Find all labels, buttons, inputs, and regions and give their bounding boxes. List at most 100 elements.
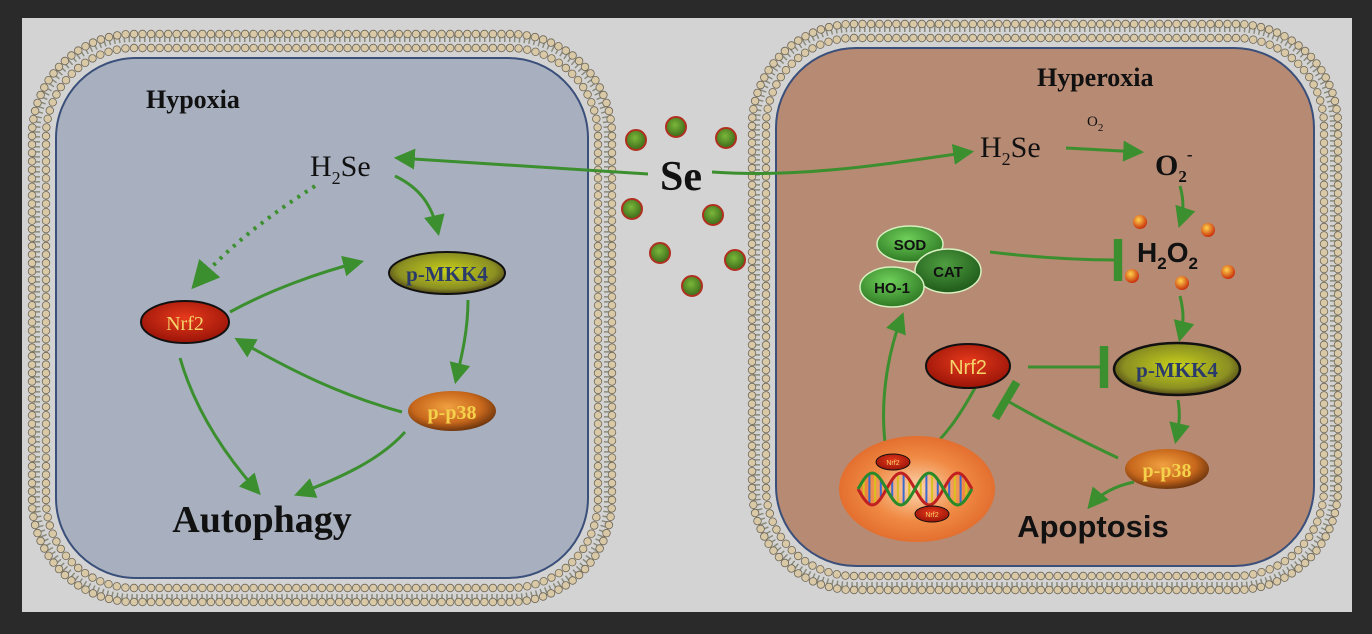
- membrane-head: [764, 539, 773, 548]
- membrane-head: [951, 19, 961, 29]
- membrane-head: [568, 51, 577, 60]
- membrane-head: [1180, 585, 1190, 595]
- membrane-head: [428, 597, 438, 607]
- membrane-head: [747, 382, 757, 392]
- membrane-head: [593, 419, 603, 428]
- membrane-head: [41, 224, 51, 234]
- membrane-head: [41, 402, 51, 412]
- membrane-head: [522, 31, 531, 40]
- membrane-head: [1319, 231, 1329, 240]
- membrane-head: [28, 123, 37, 132]
- se-particle: [665, 116, 687, 138]
- membrane-head: [747, 433, 757, 442]
- membrane-head: [44, 551, 53, 560]
- membrane-head: [27, 470, 37, 479]
- membrane-head: [206, 597, 216, 607]
- membrane-head: [88, 573, 97, 582]
- membrane-head: [593, 495, 603, 505]
- membrane-head: [761, 214, 771, 223]
- membrane-head: [283, 43, 292, 53]
- membrane-head: [1019, 19, 1028, 29]
- membrane-head: [583, 537, 592, 546]
- dna-helix-icon: [856, 471, 974, 507]
- membrane-head: [1248, 570, 1258, 579]
- membrane-head: [403, 29, 412, 39]
- membrane-head: [761, 365, 771, 375]
- membrane-head: [761, 163, 771, 173]
- membrane-head: [1121, 571, 1130, 581]
- membrane-head: [1036, 19, 1045, 29]
- membrane-head: [1146, 19, 1156, 29]
- membrane-head: [129, 583, 139, 593]
- membrane-head: [1053, 19, 1062, 29]
- membrane-head: [41, 241, 51, 251]
- membrane-head: [480, 597, 489, 607]
- membrane-head: [1138, 585, 1147, 595]
- membrane-head: [593, 258, 603, 268]
- membrane-head: [554, 569, 564, 578]
- membrane-head: [1306, 552, 1316, 562]
- membrane-head: [607, 191, 617, 200]
- membrane-head: [420, 43, 429, 53]
- nucleus-nrf2-a: [875, 453, 911, 471]
- membrane-head: [1332, 104, 1341, 114]
- membrane-head: [1172, 33, 1181, 43]
- membrane-head: [1309, 525, 1318, 534]
- ros-particle: [1175, 276, 1189, 290]
- membrane-head: [561, 563, 570, 573]
- membrane-head: [917, 33, 927, 43]
- membrane-head: [497, 583, 506, 593]
- membrane-head: [747, 248, 757, 257]
- membrane-head: [761, 340, 771, 350]
- membrane-head: [892, 33, 901, 43]
- membrane-head: [27, 335, 37, 344]
- membrane-head: [411, 583, 421, 593]
- se-particle: [625, 129, 647, 151]
- membrane-head: [1070, 571, 1079, 581]
- membrane-head: [749, 104, 758, 114]
- membrane-head: [591, 75, 600, 85]
- membrane-head: [747, 264, 757, 274]
- membrane-head: [352, 29, 361, 39]
- membrane-head: [1333, 197, 1343, 206]
- membrane-head: [155, 597, 164, 607]
- membrane-head: [994, 33, 1003, 43]
- membrane-head: [41, 131, 51, 141]
- membrane-head: [1304, 72, 1314, 82]
- membrane-head: [841, 571, 850, 580]
- membrane-head: [343, 597, 352, 607]
- membrane-head: [747, 290, 757, 299]
- membrane-head: [926, 19, 935, 29]
- membrane-head: [1104, 19, 1113, 29]
- membrane-head: [41, 174, 51, 183]
- membrane-head: [554, 58, 564, 67]
- membrane-head: [841, 20, 850, 29]
- left-nrf2-node: [140, 300, 230, 344]
- membrane-head: [343, 583, 352, 593]
- membrane-head: [41, 199, 51, 208]
- dna-strand: [856, 471, 974, 507]
- membrane-head: [1070, 585, 1079, 595]
- membrane-head: [1319, 458, 1329, 467]
- membrane-head: [1319, 298, 1329, 307]
- membrane-head: [747, 147, 757, 156]
- membrane-head: [1312, 59, 1321, 68]
- membrane-head: [748, 113, 757, 122]
- membrane-head: [747, 483, 757, 493]
- membrane-head: [41, 140, 51, 149]
- membrane-head: [960, 571, 969, 581]
- membrane-head: [951, 33, 961, 43]
- membrane-head: [49, 558, 58, 567]
- membrane-head: [96, 592, 106, 601]
- membrane-head: [753, 88, 762, 98]
- membrane-head: [249, 43, 258, 53]
- membrane-head: [275, 29, 284, 39]
- membrane-head: [446, 583, 455, 593]
- ros-particles: [1125, 215, 1235, 290]
- membrane-head: [875, 19, 884, 29]
- membrane-head: [1333, 323, 1343, 333]
- membrane-head: [1095, 571, 1105, 581]
- membrane-head: [607, 148, 617, 158]
- nucleus-nrf2-b: [914, 505, 950, 523]
- membrane-head: [833, 584, 842, 593]
